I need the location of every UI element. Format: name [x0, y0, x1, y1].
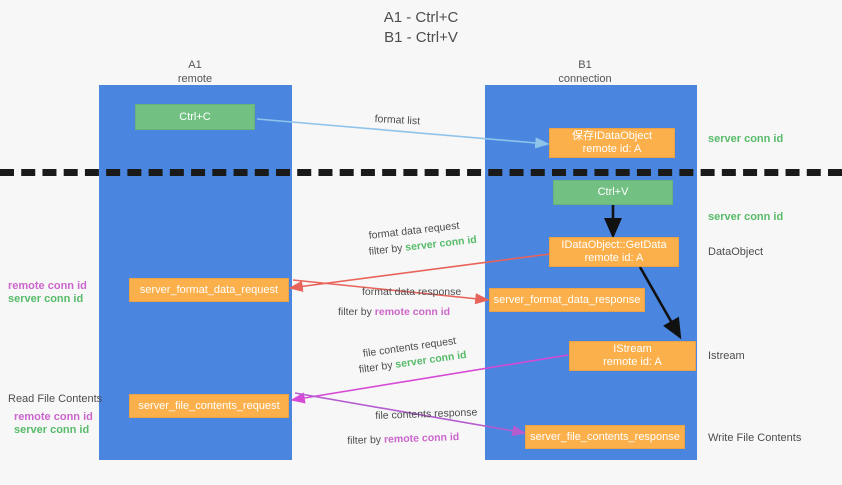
node-save-idataobject[interactable]: 保存IDataObject remote id: A	[549, 128, 675, 158]
lane-a1-sub: remote	[177, 73, 213, 85]
title-line-2: B1 - Ctrl+V	[384, 29, 458, 46]
node-server-file-contents-response[interactable]: server_file_contents_response	[525, 425, 685, 449]
edge-filter-file-contents-response: filter by remote conn id	[347, 430, 459, 448]
left-label-remote-conn-id-1: remote conn id	[8, 280, 87, 292]
node-getdata-line2: remote id: A	[584, 252, 644, 264]
right-label-server-conn-id-1: server conn id	[708, 133, 784, 145]
node-server-file-contents-response-label: server_file_contents_response	[530, 430, 680, 443]
lane-a1-name: A1	[188, 59, 202, 71]
lane-b1-sub: connection	[558, 73, 612, 85]
node-server-format-data-response-label: server_format_data_response	[493, 293, 641, 306]
edge-label-format-list: format list	[374, 112, 421, 128]
edge-filter-prefix: filter by	[358, 358, 397, 376]
left-label-read-file-contents: Read File Contents	[8, 393, 103, 405]
lane-b1-name: B1	[578, 59, 592, 71]
node-ctrl-c-label: Ctrl+C	[179, 110, 211, 123]
left-label-remote-conn-id-2: remote conn id	[14, 411, 93, 423]
node-server-format-data-response[interactable]: server_format_data_response	[489, 288, 645, 312]
right-label-dataobject: DataObject	[708, 246, 764, 258]
node-idataobject-getdata[interactable]: IDataObject::GetData remote id: A	[549, 237, 679, 267]
lane-header-a1: A1 remote	[110, 58, 280, 86]
edge-filter-prefix: filter by	[368, 241, 407, 258]
node-server-file-contents-request[interactable]: server_file_contents_request	[129, 394, 289, 418]
node-ctrl-v-label: Ctrl+V	[597, 186, 629, 198]
right-label-server-conn-id-2: server conn id	[708, 211, 784, 223]
node-server-format-data-request[interactable]: server_format_data_request	[129, 278, 289, 302]
edge-label-file-contents-response: file contents response	[375, 406, 478, 422]
node-istream-line1: IStream	[613, 343, 652, 355]
edge-filter-prefix: filter by	[338, 306, 375, 318]
node-getdata-line1: IDataObject::GetData	[561, 239, 667, 251]
node-ctrl-c[interactable]: Ctrl+C	[135, 104, 255, 130]
node-istream-line2: remote id: A	[603, 356, 662, 368]
node-save-idataobject-line1: 保存IDataObject	[571, 130, 653, 142]
left-label-server-conn-id-1: server conn id	[8, 293, 84, 305]
node-save-idataobject-line2: remote id: A	[582, 143, 642, 155]
node-istream[interactable]: IStream remote id: A	[569, 341, 696, 371]
edge-filter-format-data-response: filter by remote conn id	[338, 305, 450, 319]
edge-filter-value-remote-conn-id: remote conn id	[374, 306, 451, 318]
page-title: A1 - Ctrl+C B1 - Ctrl+V	[0, 8, 842, 48]
lane-header-b1: B1 connection	[500, 58, 670, 86]
edge-filter-value-remote-conn-id: remote conn id	[383, 431, 460, 446]
node-server-file-contents-request-label: server_file_contents_request	[138, 399, 280, 412]
title-line-1: A1 - Ctrl+C	[383, 9, 459, 26]
phase-divider	[0, 169, 842, 176]
left-label-server-conn-id-2: server conn id	[14, 424, 90, 436]
right-label-istream: Istream	[708, 350, 745, 362]
edge-label-format-data-response: format data response	[362, 286, 462, 298]
edge-filter-prefix: filter by	[347, 433, 385, 447]
node-server-format-data-request-label: server_format_data_request	[139, 283, 279, 296]
right-label-write-file-contents: Write File Contents	[708, 432, 802, 444]
node-ctrl-v[interactable]: Ctrl+V	[553, 180, 673, 205]
